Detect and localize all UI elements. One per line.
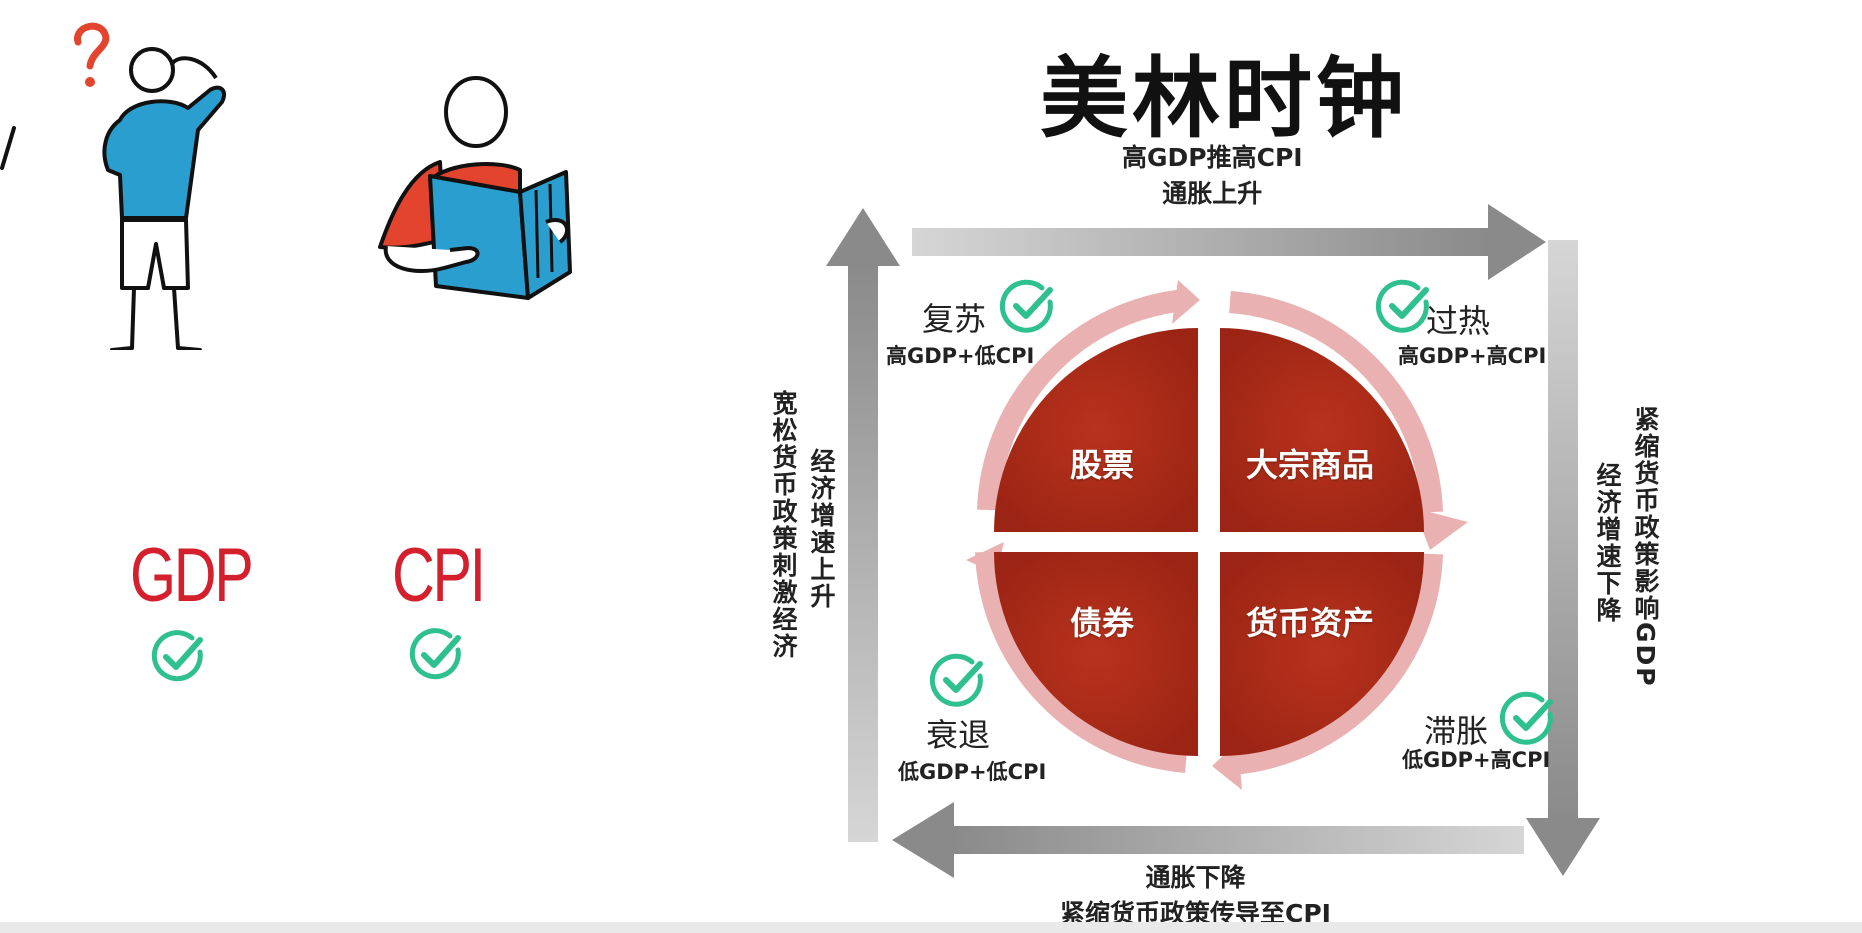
quadrant-label-stocks: 股票 <box>1070 446 1135 484</box>
quadrant-label-cash: 货币资产 <box>1246 604 1375 642</box>
top-flow-line2: 通胀上升 <box>1162 179 1263 208</box>
left-flow-arrow <box>826 208 900 842</box>
phase-recession-condition: 低GDP+低CPI <box>898 760 1047 784</box>
phase-recovery-condition: 高GDP+低CPI <box>886 344 1035 368</box>
quadrant-bottom-right <box>1220 552 1424 756</box>
top-flow-arrow <box>912 204 1546 280</box>
bottom-flow-line1: 通胀下降 <box>1145 863 1246 892</box>
right-outer-flow-label: 紧缩货币政策影响GDP <box>1631 406 1660 688</box>
thinking-person-illustration <box>74 22 227 350</box>
quadrant-bottom-left <box>994 552 1198 756</box>
quadrant-label-bonds: 债券 <box>1070 604 1135 642</box>
cpi-label: CPI <box>392 533 486 618</box>
ring-arrows <box>975 289 1443 775</box>
quadrant-label-commodities: 大宗商品 <box>1246 446 1375 484</box>
phase-overheat-condition: 高GDP+高CPI <box>1398 344 1547 368</box>
check-circle-icon <box>929 653 983 707</box>
bottom-flow-arrow <box>892 802 1524 878</box>
top-flow-label: 高GDP推高CPI 通胀上升 <box>1122 140 1303 212</box>
right-inner-flow-label: 经济增速下降 <box>1593 462 1622 624</box>
reading-person-illustration <box>378 76 572 300</box>
phase-stagflation-name: 滞胀 <box>1424 712 1489 750</box>
left-inner-flow-label: 经济增速上升 <box>807 448 836 610</box>
check-circle-icon <box>1375 279 1429 333</box>
bottom-subtitle-strip <box>0 922 1862 933</box>
top-flow-line1: 高GDP推高CPI <box>1122 143 1303 172</box>
check-circle-icon <box>999 279 1053 333</box>
question-mark-icon <box>74 22 110 87</box>
check-circle-icon <box>409 628 461 680</box>
phase-recovery-name: 复苏 <box>922 300 987 338</box>
right-flow-arrow <box>1526 240 1600 876</box>
phase-recession-name: 衰退 <box>926 716 991 754</box>
ring-arrowheads <box>966 280 1468 790</box>
check-circle-icon <box>1499 691 1553 745</box>
check-circle-icon <box>151 630 203 682</box>
left-outer-flow-label: 宽松货币政策刺激经济 <box>769 390 798 660</box>
phase-stagflation-condition: 低GDP+高CPI <box>1402 748 1551 772</box>
gdp-label: GDP <box>130 533 254 618</box>
page-title: 美林时钟 <box>1040 47 1409 150</box>
phase-overheat-name: 过热 <box>1426 302 1491 340</box>
quadrant-top-right <box>1220 328 1424 532</box>
quadrant-top-left <box>994 328 1198 532</box>
edge-fragment <box>0 126 16 170</box>
